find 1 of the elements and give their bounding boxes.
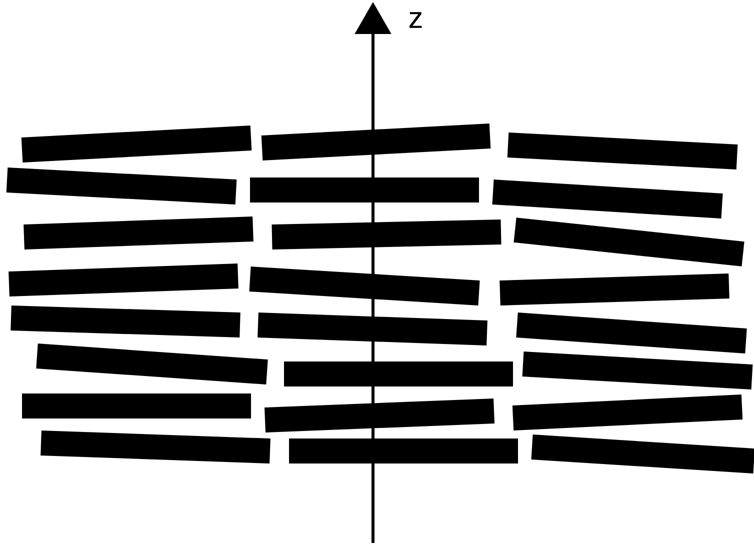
axis-label: z — [409, 12, 422, 28]
